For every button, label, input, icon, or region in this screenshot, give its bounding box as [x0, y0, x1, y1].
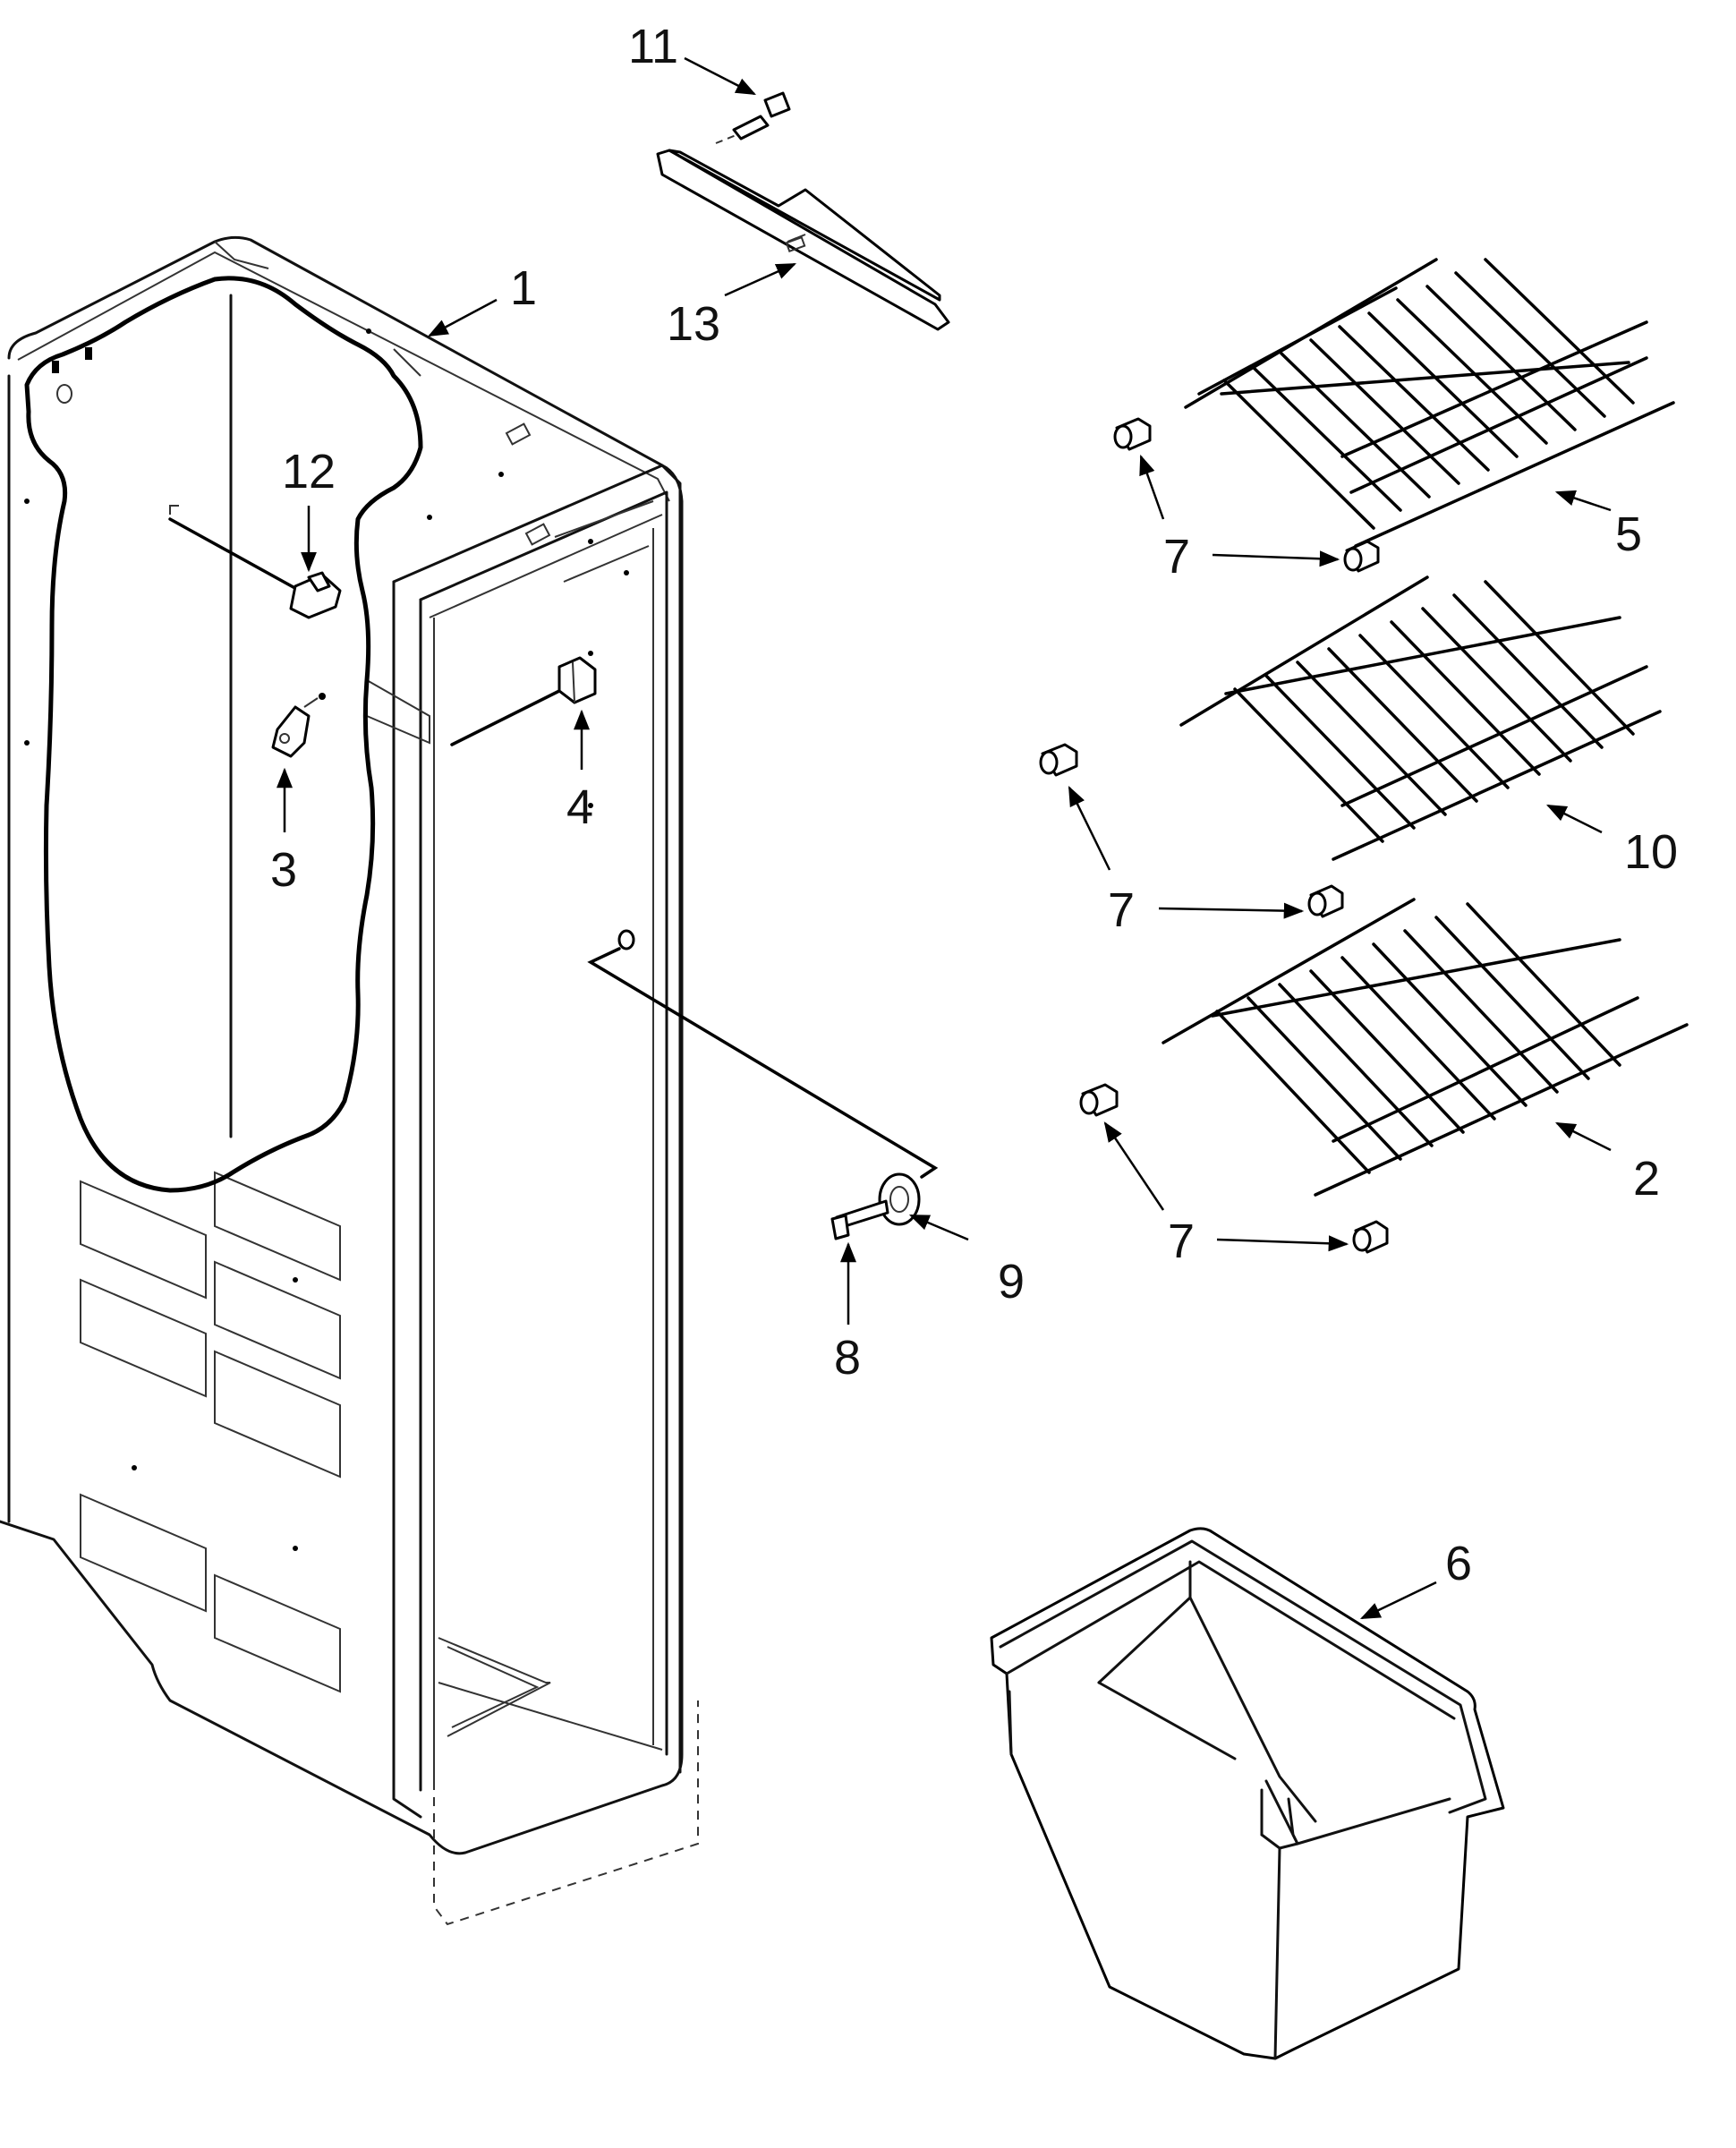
callout-10: 10 — [1624, 825, 1678, 879]
shelf-stud-2 — [1343, 540, 1380, 573]
part-3-clip — [271, 693, 326, 758]
shelf-stud-5 — [1079, 1083, 1119, 1117]
part-11-screw — [715, 91, 791, 144]
freezer-liner-cabinet — [0, 235, 699, 1926]
callout-3: 3 — [270, 843, 297, 897]
callout-12: 12 — [282, 445, 336, 499]
callout-7-c: 7 — [1168, 1215, 1195, 1268]
callout-6: 6 — [1445, 1537, 1472, 1590]
shelf-stud-1 — [1113, 417, 1152, 451]
shelf-10 — [1179, 575, 1662, 861]
callout-labels: 11 1 13 12 3 4 7 5 10 7 2 7 9 8 6 — [270, 20, 1678, 1590]
callout-1: 1 — [510, 261, 537, 315]
callout-5: 5 — [1615, 507, 1642, 561]
callout-2: 2 — [1633, 1152, 1660, 1206]
callout-leaders — [277, 56, 1612, 1620]
callout-13: 13 — [667, 297, 720, 351]
callout-7-b: 7 — [1108, 883, 1135, 937]
callout-9: 9 — [998, 1255, 1025, 1308]
part-8-9-assembly — [587, 929, 939, 1240]
shelf-2 — [1162, 898, 1689, 1197]
part-4-bracket — [450, 656, 597, 746]
shelf-stud-4 — [1307, 884, 1344, 918]
callout-11: 11 — [628, 20, 678, 73]
shelf-stud-3 — [1039, 743, 1078, 777]
part-13-bracket — [656, 149, 950, 331]
callout-7-a: 7 — [1163, 530, 1190, 584]
callout-4: 4 — [566, 780, 593, 834]
shelf-stud-6 — [1352, 1220, 1389, 1254]
shelf-5 — [1184, 258, 1675, 548]
part-12-clip — [168, 517, 342, 619]
part-6-bin — [990, 1527, 1505, 2060]
callout-8: 8 — [834, 1331, 861, 1385]
